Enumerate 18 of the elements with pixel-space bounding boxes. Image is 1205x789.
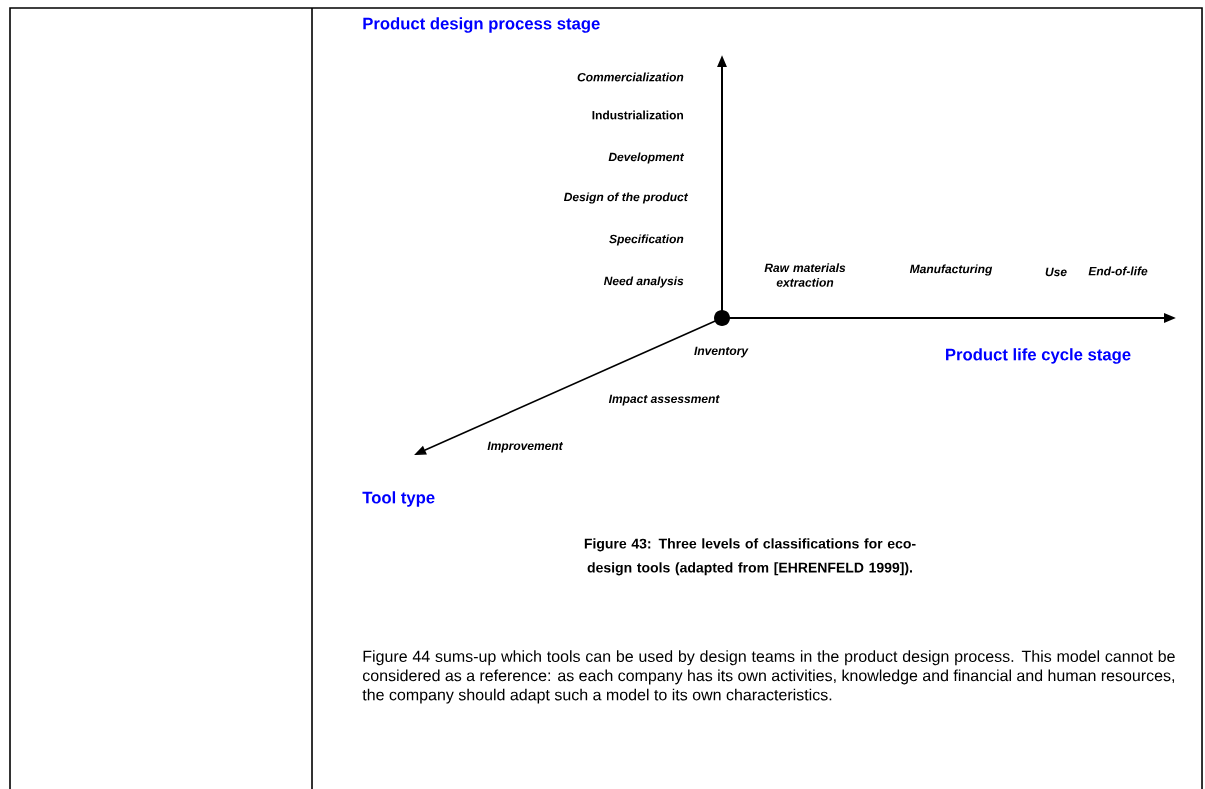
axis-label: Manufacturing [909, 264, 993, 276]
axis-label: Improvement [487, 441, 564, 453]
axis-label: Development [608, 152, 685, 164]
axis-label: Use [1045, 267, 1067, 277]
axis-title: Product design process stage [363, 17, 600, 33]
axis-label: Need analysis [603, 276, 684, 288]
axis-label: Commercialization [577, 72, 684, 82]
axis-label: Impact assessment [608, 394, 720, 406]
axis-title: Tool type [362, 491, 435, 507]
axis-label: End-of-life [1088, 266, 1148, 276]
axis-label: Industrialization [592, 110, 683, 120]
figure-caption: Figure 43: Three levels of classifications for eco-design tools (adapted from [EHRENFELD 1999]). [584, 538, 916, 576]
axis-label: Inventory [694, 346, 749, 358]
axis-label: Raw materials extraction [764, 263, 846, 287]
axis-label: Specification [609, 234, 684, 246]
axis-title: Product life cycle stage [946, 348, 1131, 364]
body-paragraph: Figure 44 sums-up which tools can be used by design teams in the product design process. This model cannot be considered as a reference: as each company has its own activities, knowledge and financial and human resources, the company should adapt such a model to its own characteristics. [362, 650, 1175, 704]
axis-label: Design of the product [563, 192, 689, 204]
